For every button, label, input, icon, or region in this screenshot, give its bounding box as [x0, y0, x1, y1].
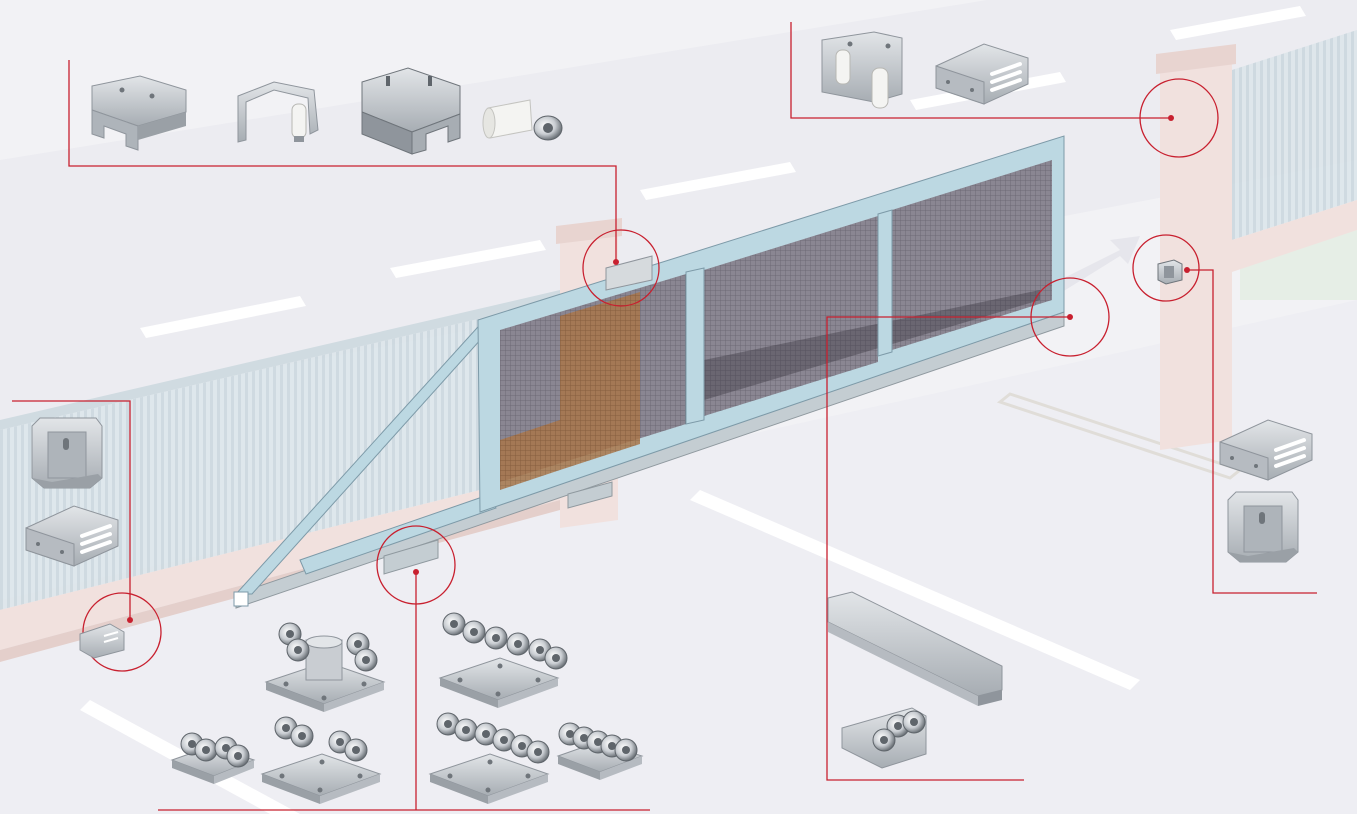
end-catcher-icon: [31, 417, 103, 489]
guide-rail-icon: [827, 591, 1003, 706]
mini-bracket-icon: [79, 623, 125, 659]
right-pillar: [1156, 44, 1236, 450]
top-guide-box-icon: [361, 67, 461, 155]
sliding-gate: [233, 135, 1065, 609]
end-catcher-icon: [1157, 259, 1183, 285]
carriage-large-icon: [265, 622, 385, 713]
gate-panel-3: [892, 160, 1052, 350]
right-fence: [1232, 30, 1357, 272]
callout-dots: [127, 115, 1190, 623]
guide-roller-icon: [482, 99, 563, 141]
carriage-small-icon: [170, 732, 256, 784]
gate-top-guide: [605, 255, 653, 291]
callout-lines: [12, 22, 1317, 811]
carriage-mini-icon: [556, 722, 644, 780]
top-guide-bracket-icon: [237, 81, 319, 143]
end-catcher-icon: [1227, 491, 1299, 563]
gate-panel-2: [704, 216, 878, 416]
top-guide-plate-icon: [91, 75, 187, 151]
end-roller-icon: [841, 707, 927, 769]
roller-catcher-icon: [821, 31, 903, 109]
far-road: [0, 0, 1357, 420]
gate-tail-bottom: [299, 494, 497, 575]
